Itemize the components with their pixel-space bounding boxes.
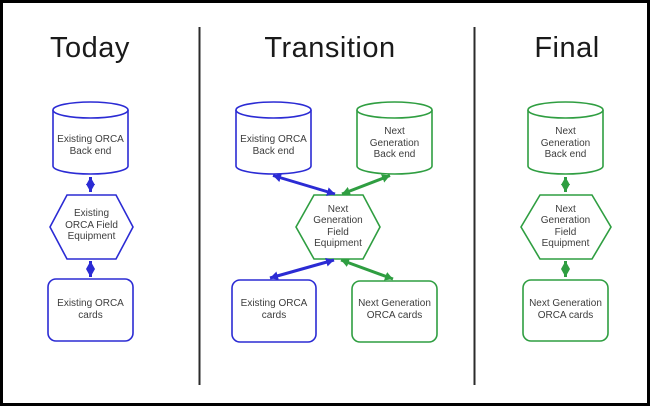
diagram-shapes-layer <box>47 27 612 385</box>
existing-orca-backend-cylinder-top <box>52 101 129 119</box>
transition-existing-backend-label: Existing ORCA Back end <box>240 134 307 157</box>
final-nextgen-backend-label: Next Generation Back end <box>540 126 591 160</box>
existing-orca-backend-label: Existing ORCA Back end <box>57 134 124 157</box>
arrow-transition-nextgen-backend-field <box>341 174 391 196</box>
existing-orca-backend-cylinder <box>52 110 129 175</box>
transition-nextgen-cards-label: Next Generation ORCA cards <box>358 298 431 321</box>
final-nextgen-cards-box <box>522 279 609 342</box>
transition-existing-backend-cylinder-top <box>235 101 312 119</box>
existing-orca-field-equipment-label: Existing ORCA Field Equipment <box>65 208 118 242</box>
existing-orca-cards-box <box>47 278 134 342</box>
existing-orca-cards-label: Existing ORCA cards <box>57 298 124 321</box>
final-nextgen-backend-cylinder <box>527 110 604 175</box>
final-nextgen-field-equipment-hexagon <box>520 194 612 260</box>
final-nextgen-cards-label: Next Generation ORCA cards <box>529 298 602 321</box>
final-nextgen-field-equipment-label: Next Generation Field Equipment <box>540 203 591 250</box>
transition-existing-cards-label: Existing ORCA cards <box>240 298 308 321</box>
transition-nextgen-backend-cylinder-top <box>356 101 433 119</box>
panel-title-today: Today <box>50 32 130 64</box>
existing-orca-field-equipment-hexagon <box>49 194 134 260</box>
transition-nextgen-field-equipment-label: Next Generation Field Equipment <box>313 203 363 250</box>
final-nextgen-backend-cylinder-top <box>527 101 604 119</box>
transition-nextgen-cards-box <box>351 280 438 343</box>
panel-title-transition: Transition <box>264 32 396 64</box>
arrow-transition-field-existing-cards <box>269 257 335 281</box>
transition-nextgen-backend-label: Next Generation Back end <box>369 126 420 160</box>
arrow-transition-existing-backend-field <box>272 173 336 197</box>
panel-title-final: Final <box>534 32 600 64</box>
arrow-transition-field-nextgen-cards <box>340 258 394 281</box>
transition-nextgen-backend-cylinder <box>356 110 433 175</box>
